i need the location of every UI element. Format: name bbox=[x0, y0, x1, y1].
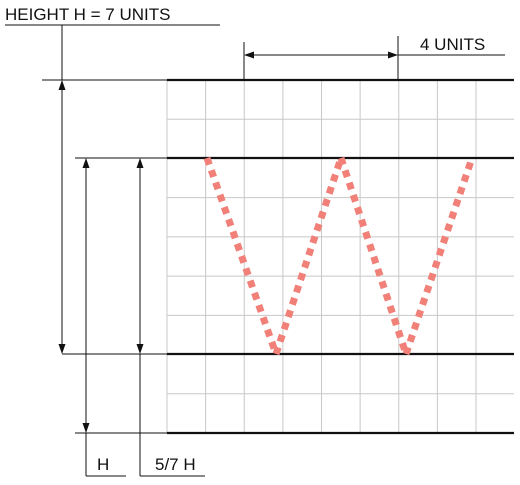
dimension-arrows bbox=[58, 51, 398, 433]
letter-stroke-3 bbox=[337, 156, 410, 356]
grid bbox=[166, 79, 514, 434]
letter-stroke-1 bbox=[203, 156, 280, 356]
letter-w bbox=[203, 156, 476, 356]
h-label: H bbox=[97, 455, 109, 474]
guide-lines bbox=[167, 78, 514, 435]
height-label: HEIGHT H = 7 UNITS bbox=[5, 5, 170, 24]
five-sevenths-h-label: 5/7 H bbox=[155, 455, 196, 474]
extension-lines bbox=[5, 24, 505, 477]
letter-stroke-4 bbox=[402, 156, 476, 356]
units-label: 4 UNITS bbox=[420, 35, 485, 54]
letter-stroke-2 bbox=[272, 156, 345, 356]
